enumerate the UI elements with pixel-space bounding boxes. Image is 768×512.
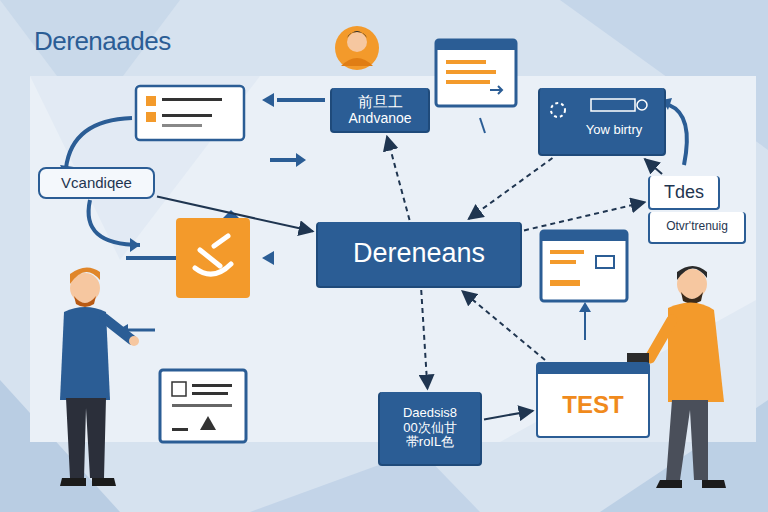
browser-card bbox=[436, 40, 516, 106]
central-box: Dereneans bbox=[316, 222, 522, 288]
node-text: Vcandiqee bbox=[61, 174, 132, 191]
connector-arrow bbox=[387, 136, 410, 220]
process-box: Yow birtry bbox=[538, 88, 666, 156]
avatar bbox=[335, 26, 379, 70]
node-icon bbox=[548, 100, 568, 120]
node-text: Tdes bbox=[664, 182, 704, 203]
node-text: Otvr'trenuig bbox=[666, 220, 728, 234]
test-box: TEST bbox=[536, 362, 650, 438]
connector-arrow bbox=[645, 159, 662, 174]
node-text: 帯roIL色 bbox=[406, 435, 454, 450]
person-left bbox=[60, 267, 139, 486]
process-box: Vcandiqee bbox=[38, 167, 155, 199]
diagram-title: Derenaades bbox=[34, 26, 171, 57]
process-box: Tdes bbox=[648, 176, 720, 210]
node-text: 00次仙甘 bbox=[403, 421, 456, 436]
document-card bbox=[160, 370, 246, 442]
node-text: Yow birtry bbox=[586, 123, 643, 138]
browser-card bbox=[541, 231, 627, 301]
node-text: TEST bbox=[562, 391, 623, 419]
process-box: Daedsis800次仙甘帯roIL色 bbox=[378, 392, 482, 466]
connector-arrow bbox=[469, 158, 553, 219]
node-icon bbox=[590, 98, 650, 112]
document-card bbox=[136, 86, 244, 140]
node-text: Andvanoe bbox=[348, 110, 411, 126]
node-text: 前旦工 bbox=[358, 93, 403, 110]
connector-arrow bbox=[157, 197, 313, 232]
connector-arrow bbox=[484, 411, 533, 420]
process-box: Otvr'trenuig bbox=[648, 212, 746, 244]
process-box: 前旦工Andvanoe bbox=[330, 88, 430, 133]
connector-arrow bbox=[462, 291, 545, 360]
connector-arrow bbox=[421, 290, 427, 389]
node-text: Daedsis8 bbox=[403, 406, 457, 421]
orange-icon bbox=[176, 210, 250, 298]
connector-arrow bbox=[524, 202, 645, 230]
node-text: Dereneans bbox=[353, 238, 485, 269]
